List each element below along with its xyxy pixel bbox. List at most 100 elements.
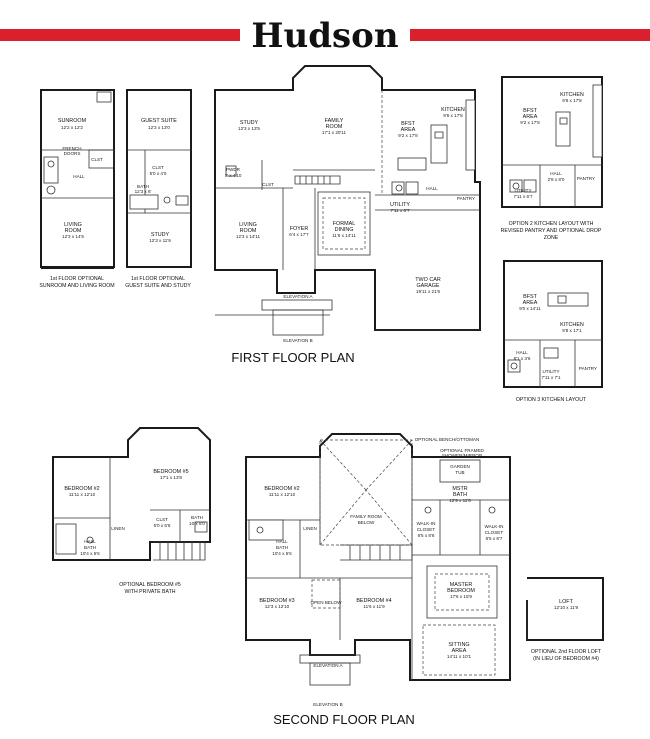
room-name: SHOWER/MIRROR [442, 453, 483, 458]
room-dim: 14'11 x 10'1 [447, 654, 472, 659]
room-name: LIVING [64, 222, 82, 228]
room-name: HALL [516, 350, 528, 355]
room-name: BEDROOM #2 [64, 486, 99, 492]
room-name: TUB [455, 470, 464, 475]
room-name: CLOSET [485, 530, 504, 535]
room-name: WALK-IN [417, 521, 436, 526]
opt-guest-plan: GUEST SUITE 12'3 x 13'0 CLST 5'0 x 4'0 B… [125, 89, 192, 289]
room-name: ROOM [326, 124, 343, 130]
room-name: ROOM [65, 228, 82, 234]
room-dim: 9'2 x 17'8 [398, 133, 418, 138]
room-dim: 11'6 x 11'9 [363, 604, 385, 609]
room-name: FORMAL [333, 221, 355, 227]
room-dim: 6'5 x 8'7 [486, 536, 503, 541]
room-name: OPTIONAL BENCH/OTTOMAN [415, 437, 480, 442]
first-floor-plan: STUDY 12'3 x 13'5 FAMILY ROOM 17'1 x 20'… [214, 65, 481, 365]
caption: 1st FLOOR OPTIONAL [50, 276, 104, 282]
room-dim: 17'1 x 13'8 [160, 475, 182, 480]
room-name: HALL [550, 171, 562, 176]
room-name: LIVING [239, 222, 257, 228]
room-dim: 9'2 x 17'8 [520, 120, 540, 125]
room-dim: 12'2 x 12'2 [61, 125, 83, 130]
room-name: BEDROOM #2 [264, 486, 299, 492]
room-name: LOFT [559, 599, 573, 605]
room-dim: 2'8 x 8'0 [548, 177, 565, 182]
room-name: CLOSET [417, 527, 436, 532]
room-dim: 12'3 x 14'5 [62, 234, 84, 239]
room-name: UTILITY [514, 188, 531, 193]
room-name: UTILITY [390, 202, 410, 208]
room-dim: 11'6 x 14'11 [332, 233, 356, 238]
room-name: AREA [401, 127, 416, 133]
room-dim: 7'11 x 7'1 [541, 375, 560, 380]
room-name: TWO CAR [415, 277, 441, 283]
opt-sunroom-plan: SUNROOM 12'2 x 12'2 FRENCH DOORS CLST HA… [39, 89, 115, 289]
room-name: BATH [453, 492, 467, 498]
room-name: AREA [523, 300, 538, 306]
room-name: HALL [426, 186, 438, 191]
header-rule-right [410, 29, 650, 41]
room-name: AREA [452, 648, 467, 654]
room-dim: 8'1 x 3'6 [514, 356, 531, 361]
first-floor-heading: FIRST FLOOR PLAN [231, 350, 354, 365]
room-name: HALL [276, 539, 288, 544]
plan-title: Hudson [251, 16, 398, 56]
room-name: LINEN [303, 526, 317, 531]
room-name: BFST [523, 294, 537, 300]
room-dim: 6'5 x 8'6 [418, 533, 435, 538]
elevation-label: ELEVATION A [283, 294, 313, 299]
room-dim: 12'3 x 6' [135, 189, 152, 194]
room-dim: 11'11 x 12'10 [69, 492, 96, 497]
room-name: BATH [137, 184, 149, 189]
opt-bedroom5-plan: BEDROOM #2 11'11 x 12'10 BEDROOM #5 17'1… [52, 427, 211, 595]
room-name: HALL [73, 174, 85, 179]
room-name: BEDROOM #5 [153, 469, 188, 475]
room-name: STUDY [240, 120, 259, 126]
room-name: LINEN [111, 526, 125, 531]
opt-loft-plan: LOFT 12'10 x 11'9 OPTIONAL 2nd FLOOR LOF… [526, 577, 604, 662]
room-dim: 9'6 x 17'8 [443, 113, 463, 118]
room-dim: 7' x 4'10 [225, 173, 242, 178]
room-name: FAMILY [325, 118, 344, 124]
room-name: GUEST SUITE [141, 118, 177, 124]
room-name: BATH [84, 545, 96, 550]
kitchen-option-2: KITCHEN 9'6 x 17'8 BFST AREA 9'2 x 17'8 … [501, 76, 603, 241]
room-name: HALL [84, 539, 96, 544]
caption: ZONE [544, 235, 559, 241]
room-dim: 12'3 x 13'0 [148, 125, 170, 130]
room-name: SITTING [448, 642, 469, 648]
room-name: SUNROOM [58, 118, 87, 124]
room-name: GARAGE [416, 283, 439, 289]
room-dim: 12'3 x 13'5 [238, 126, 260, 131]
room-name: BFST [401, 121, 415, 127]
room-dim: 6'4 x 17'7 [289, 232, 309, 237]
room-name: BATH [276, 545, 288, 550]
room-name: KITCHEN [441, 107, 465, 113]
room-name: BEDROOM [447, 588, 475, 594]
caption: OPTIONAL 2nd FLOOR LOFT [531, 649, 602, 655]
room-dim: 11'11 x 12'10 [269, 492, 296, 497]
room-dim: 12'10 x 11'9 [554, 605, 579, 610]
caption: OPTION 2 KITCHEN LAYOUT WITH [509, 221, 594, 227]
room-dim: 17'1 x 20'11 [322, 130, 347, 135]
room-name: MASTER [450, 582, 473, 588]
caption: 1st FLOOR OPTIONAL [131, 276, 185, 282]
room-name: OPEN BELOW [311, 600, 343, 605]
room-name: PANTRY [457, 196, 475, 201]
room-name: BEDROOM #3 [259, 598, 294, 604]
room-dim: 5'0 x 4'0 [150, 171, 167, 176]
second-floor-heading: SECOND FLOOR PLAN [273, 712, 415, 727]
room-dim: 9'0 x 14'11 [519, 306, 541, 311]
room-name: ROOM [240, 228, 257, 234]
room-name: BFST [523, 108, 537, 114]
room-name: WALK-IN [485, 524, 504, 529]
room-name: BEDROOM #4 [356, 598, 391, 604]
room-dim: 9'6 x 17'8 [562, 98, 582, 103]
room-name: CLST [152, 165, 164, 170]
room-dim: 19'11 x 21'6 [416, 289, 441, 294]
room-name: FAMILY ROOM [350, 514, 382, 519]
room-name: PANTRY [577, 176, 595, 181]
room-name: KITCHEN [560, 322, 584, 328]
room-name: BATH [191, 515, 203, 520]
